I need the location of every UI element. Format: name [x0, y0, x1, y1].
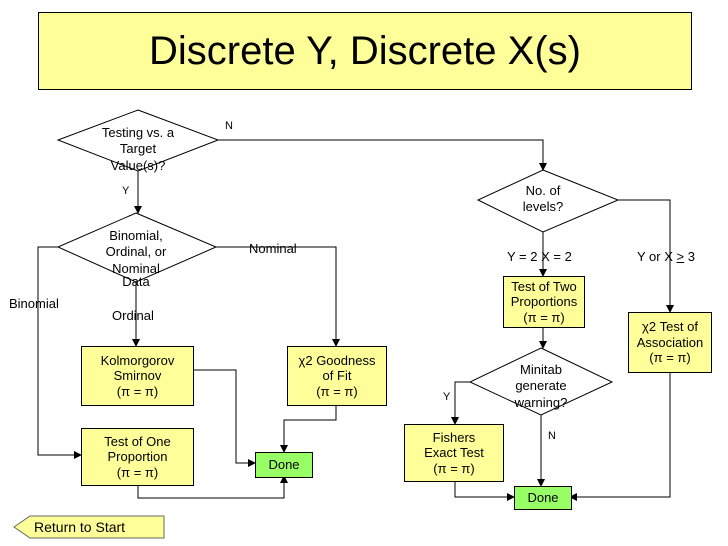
return-to-start-label: Return to Start	[34, 519, 126, 535]
node-fishers-exact-test: Fishers Exact Test (π = π)	[404, 424, 504, 482]
edge-label-n-top: N	[225, 120, 233, 132]
edge-label-binomial: Binomial	[9, 296, 59, 311]
edge-binomial	[37, 246, 82, 459]
node-text-line: Exact Test	[424, 445, 484, 461]
node-data-type: Binomial, Ordinal, or Nominal Data	[86, 228, 186, 290]
node-text-line: Minitab	[520, 362, 562, 377]
edge-label-y-left: Y	[122, 185, 130, 197]
edge-yorx3	[618, 199, 674, 313]
node-text-line: Proportion	[107, 449, 168, 465]
edge-n-top	[218, 139, 547, 171]
node-testing-vs-target: Testing vs. a Target Value(s)?	[88, 125, 188, 174]
edge-label-nominal: Nominal	[249, 241, 297, 256]
node-text-line: Binomial,	[109, 228, 163, 243]
node-text-line: warning?	[514, 394, 568, 410]
node-text-line: Test of One	[104, 433, 171, 449]
node-text-line: χ2 Test of	[642, 319, 698, 335]
node-text-line: (π = π)	[649, 350, 691, 366]
node-text-line: Ordinal, or	[105, 244, 167, 260]
node-chi-test-association: χ2 Test of Association (π = π)	[628, 312, 712, 373]
edge-label-n-minitab: N	[548, 430, 556, 442]
node-text-line: Data	[122, 273, 150, 289]
node-text-line: generate	[515, 378, 567, 394]
return-to-start-button[interactable]: Return to Start	[14, 516, 164, 538]
node-text-line: (π = π)	[116, 464, 159, 480]
edge-label-ordinal: Ordinal	[112, 308, 154, 323]
node-text-line: Smirnov	[113, 368, 162, 384]
page-title-text: Discrete Y, Discrete X(s)	[149, 28, 581, 73]
node-test-one-proportion: Test of One Proportion (π = π)	[81, 428, 194, 486]
node-done-left: Done	[255, 452, 313, 478]
node-text-line: Test of Two	[511, 278, 577, 294]
node-text-line: No. of	[525, 183, 561, 198]
node-num-levels: No. of levels?	[500, 183, 586, 216]
edge-label-part: Y or X	[637, 249, 677, 264]
node-text-line: Association	[636, 334, 704, 350]
node-text-line: (π = π)	[523, 309, 565, 325]
node-text-line: Value(s)?	[110, 157, 166, 173]
node-test-two-proportions: Test of Two Proportions (π = π)	[503, 276, 585, 328]
node-text-line: χ2 Goodness	[298, 352, 376, 368]
node-text-line: Testing vs. a	[101, 125, 175, 140]
node-text-line: Proportions	[510, 294, 578, 310]
page-title: Discrete Y, Discrete X(s)	[38, 12, 692, 90]
edge-goodness-done	[280, 404, 337, 453]
node-text-line: Done	[268, 457, 300, 473]
edge-label-part: 3	[684, 249, 695, 264]
node-text-line: Nominal	[112, 260, 160, 276]
edge-kolmogorov-done	[192, 369, 256, 467]
return-arrow-shape	[13, 515, 165, 539]
node-text-line: of Fit	[322, 368, 352, 384]
node-text-line: (π = π)	[116, 383, 159, 399]
edge-label-y2x2: Y = 2 X = 2	[507, 249, 572, 264]
node-text-line: Done	[527, 490, 559, 506]
node-done-right: Done	[514, 486, 572, 510]
edge-nominal	[216, 246, 340, 347]
node-text-line: levels?	[522, 199, 564, 215]
edge-label-y-minitab: Y	[443, 391, 451, 403]
edge-label-yorx3: Y or X > 3	[637, 249, 695, 265]
edge-fishers-done	[454, 480, 515, 501]
edge-one-prop-done	[137, 475, 288, 499]
node-text-line: (π = π)	[316, 383, 358, 399]
node-text-line: Target	[119, 141, 157, 157]
node-text-line: Kolmorgorov	[100, 352, 175, 368]
node-chi-goodness-of-fit: χ2 Goodness of Fit (π = π)	[287, 346, 387, 406]
node-kolmogorov: Kolmorgorov Smirnov (π = π)	[81, 346, 194, 406]
node-minitab: Minitab generate warning?	[498, 362, 584, 411]
node-text-line: (π = π)	[433, 460, 475, 476]
edge-association-done	[569, 371, 671, 501]
edge-minitab-y	[451, 381, 470, 425]
node-text-line: Fishers	[432, 429, 476, 445]
edge-label-part: >	[676, 249, 685, 264]
